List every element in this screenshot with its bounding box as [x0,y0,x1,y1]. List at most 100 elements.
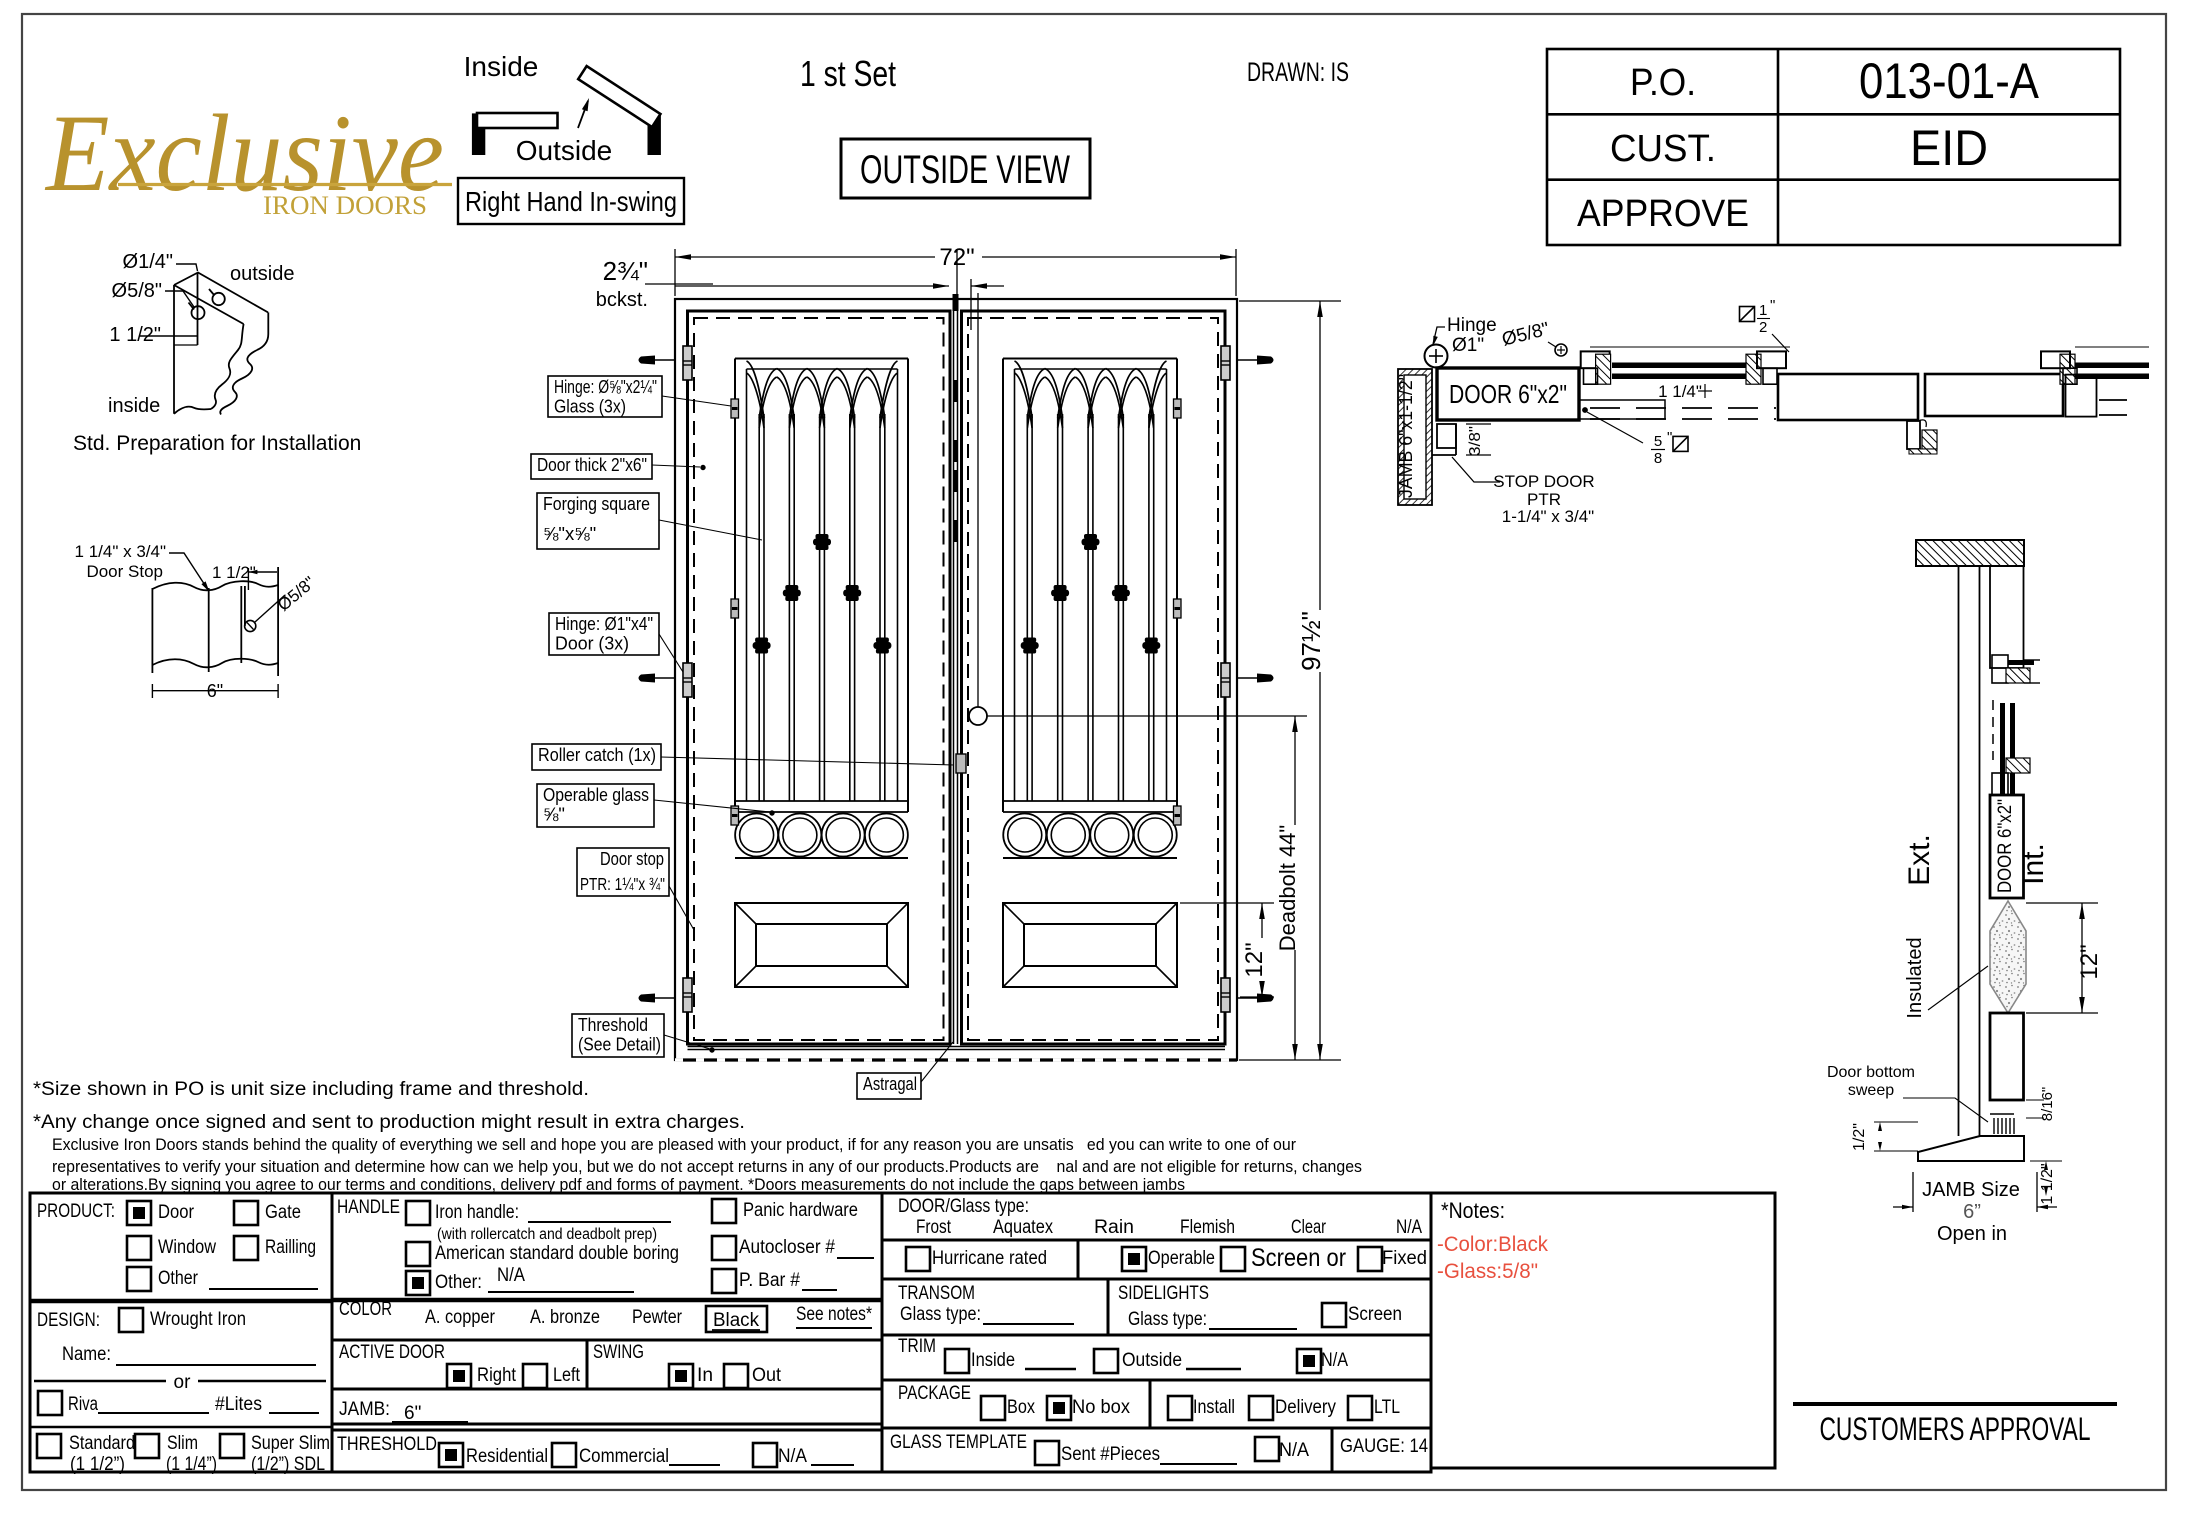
svg-text:Box: Box [1007,1397,1035,1418]
svg-text:IRON DOORS: IRON DOORS [263,191,427,220]
svg-text:": " [1770,297,1775,314]
svg-text:N/A: N/A [497,1265,525,1286]
svg-text:1: 1 [1759,302,1767,319]
svg-text:representatives to verify your: representatives to verify your situation… [52,1158,1362,1176]
svg-text:GLASS TEMPLATE: GLASS TEMPLATE [890,1432,1027,1453]
svg-text:Exclusive: Exclusive [44,92,444,214]
svg-text:⅝": ⅝" [543,804,565,825]
svg-text:bckst.: bckst. [596,289,648,311]
svg-text:Operable glass: Operable glass [543,784,649,805]
svg-text:1-1/4" x 3/4": 1-1/4" x 3/4" [1502,507,1594,526]
svg-text:PTR: 1¼"x ¾": PTR: 1¼"x ¾" [580,874,665,894]
svg-text:Glass (3x): Glass (3x) [554,396,626,417]
svg-text:Ø5/8": Ø5/8" [274,573,319,615]
svg-text:Install: Install [1193,1397,1235,1418]
svg-text:1 1/4": 1 1/4" [1658,382,1702,401]
svg-text:DRAWN: IS: DRAWN: IS [1247,57,1349,87]
svg-text:Wrought Iron: Wrought Iron [150,1309,246,1330]
svg-text:Residential: Residential [466,1446,548,1467]
svg-text:Flemish: Flemish [1180,1217,1235,1238]
svg-text:OUTSIDE VIEW: OUTSIDE VIEW [860,148,1070,192]
svg-text:P. Bar #: P. Bar # [739,1270,800,1291]
svg-text:Aquatex: Aquatex [993,1217,1053,1238]
svg-text:*Notes:: *Notes: [1441,1198,1505,1223]
svg-text:5: 5 [1654,433,1662,450]
svg-text:Black: Black [713,1310,759,1331]
svg-text:-Glass:5/8": -Glass:5/8" [1437,1260,1538,1283]
svg-text:Left: Left [553,1365,581,1386]
svg-text:72": 72" [939,244,974,271]
svg-text:HANDLE: HANDLE [337,1197,400,1218]
svg-text:SWING: SWING [593,1342,644,1363]
svg-text:JAMB:: JAMB: [339,1399,390,1420]
svg-text:Other: Other [158,1268,199,1289]
svg-text:Forging square: Forging square [543,493,650,514]
svg-text:No box: No box [1072,1397,1130,1418]
svg-text:TRANSOM: TRANSOM [898,1283,975,1304]
svg-text:A. bronze: A. bronze [530,1307,600,1328]
svg-text:Door stop: Door stop [600,848,664,869]
svg-text:2¾": 2¾" [603,256,648,286]
svg-text:Hinge: Ø⅝"x2¼": Hinge: Ø⅝"x2¼" [554,376,657,397]
svg-text:or alterations.By signing you: or alterations.By signing you agree to o… [52,1176,1185,1194]
svg-text:Pewter: Pewter [632,1307,683,1328]
svg-text:Inside: Inside [971,1350,1015,1371]
svg-text:N/A: N/A [1396,1217,1422,1238]
svg-text:outside: outside [230,263,295,285]
svg-text:THRESHOLD: THRESHOLD [337,1434,437,1455]
svg-text:N/A: N/A [1279,1440,1309,1461]
svg-text:Exclusive Iron Doors stands be: Exclusive Iron Doors stands behind the q… [52,1136,1296,1154]
svg-text:Std. Preparation for Installat: Std. Preparation for Installation [73,432,361,455]
svg-text:P.O.: P.O. [1630,62,1696,104]
svg-text:N/A: N/A [1321,1350,1348,1371]
svg-text:12": 12" [2076,944,2103,979]
svg-text:Frost: Frost [916,1217,952,1238]
svg-text:Glass type:: Glass type: [900,1304,981,1325]
svg-text:97½": 97½" [1296,611,1326,671]
svg-text:(See Detail): (See Detail) [578,1034,661,1055]
svg-text:APPROVE: APPROVE [1577,193,1749,235]
svg-text:Threshold: Threshold [578,1014,648,1035]
svg-text:Hurricane rated: Hurricane rated [932,1248,1047,1269]
svg-text:Glass type:: Glass type: [1128,1309,1207,1330]
svg-text:6": 6" [207,681,223,701]
svg-text:Screen or: Screen or [1251,1244,1346,1272]
svg-text:Delivery: Delivery [1275,1397,1336,1418]
svg-text:Door: Door [158,1202,195,1223]
svg-text:2: 2 [1759,319,1767,336]
svg-text:Name:: Name: [62,1344,111,1365]
svg-text:TRIM: TRIM [898,1336,936,1357]
svg-text:Right Hand In-swing: Right Hand In-swing [465,186,677,217]
svg-text:Super Slim: Super Slim [251,1433,330,1454]
svg-text:GAUGE: 14: GAUGE: 14 [1340,1436,1428,1457]
svg-text:": " [1667,429,1672,446]
svg-text:(1/2”) SDL: (1/2”) SDL [251,1454,325,1475]
svg-text:#Lites: #Lites [215,1394,262,1415]
svg-text:Ext.: Ext. [1903,834,1936,886]
svg-text:Screen: Screen [1348,1304,1402,1325]
svg-text:1 1/2": 1 1/2" [212,563,256,582]
svg-text:1 1/2": 1 1/2" [2039,1163,2056,1204]
svg-text:Slim: Slim [167,1433,198,1454]
svg-text:8: 8 [1654,450,1662,467]
svg-text:Ø5/8": Ø5/8" [112,280,162,302]
svg-text:CUST.: CUST. [1610,128,1716,170]
svg-text:Hinge: Ø1"x4": Hinge: Ø1"x4" [555,613,653,634]
svg-text:1 st Set: 1 st Set [800,53,896,94]
svg-text:DOOR 6"x2": DOOR 6"x2" [1449,379,1567,409]
svg-text:3/8": 3/8" [1467,426,1484,456]
svg-text:Deadbolt 44": Deadbolt 44" [1275,825,1300,951]
svg-text:8/16": 8/16" [2039,1087,2056,1122]
svg-text:ACTIVE DOOR: ACTIVE DOOR [339,1342,445,1363]
svg-text:A. copper: A. copper [425,1307,496,1328]
svg-text:Int.: Int. [2017,843,2050,885]
svg-text:*Size shown in PO is unit size: *Size shown in PO is unit size including… [33,1078,589,1100]
svg-text:12": 12" [1241,942,1268,977]
svg-text:Out: Out [752,1365,782,1386]
svg-text:Autocloser #: Autocloser # [739,1237,835,1258]
svg-text:Outside: Outside [516,135,613,166]
svg-text:DOOR 6"x2": DOOR 6"x2" [1995,799,2016,893]
svg-text:Open in: Open in [1937,1223,2007,1245]
svg-text:N/A: N/A [778,1446,807,1467]
svg-text:Ø1/4": Ø1/4" [123,251,173,273]
